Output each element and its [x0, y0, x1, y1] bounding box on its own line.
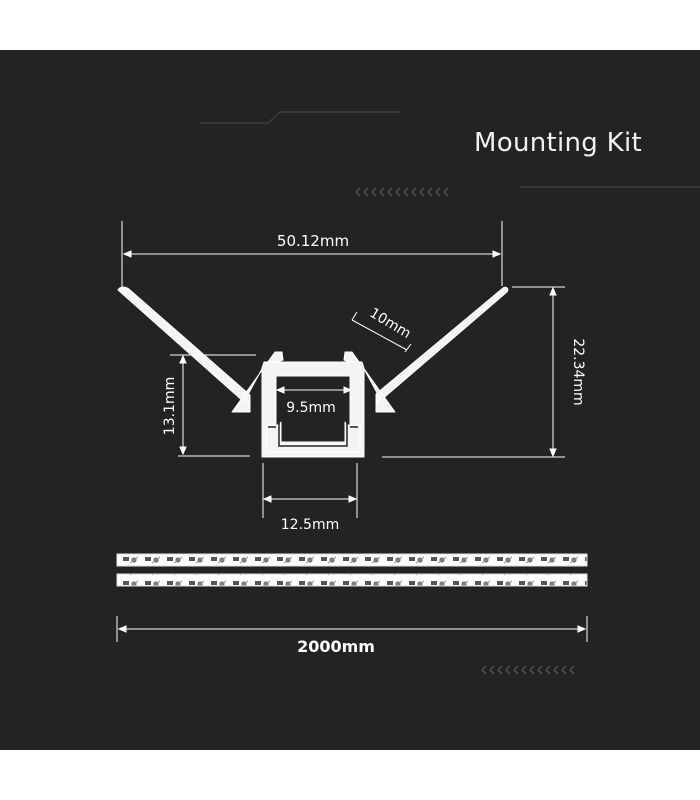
page-title: Mounting Kit — [474, 128, 643, 158]
label-height-right: 22.34mm — [570, 338, 586, 405]
dimension-lines — [116, 221, 588, 642]
label-length: 2000mm — [297, 637, 375, 656]
led-strip — [116, 553, 588, 567]
decorative-lines — [200, 111, 700, 188]
chevron-left-icon — [481, 665, 575, 675]
label-bottom-width: 12.5mm — [281, 517, 339, 533]
diagram-panel: 50.12mm 10mm 9.5mm 13.1mm 22.34mm 12.5mm… — [0, 50, 700, 750]
inner-clip — [268, 422, 358, 447]
label-top-width: 50.12mm — [277, 232, 349, 250]
led-strip — [116, 573, 588, 587]
profile-shape — [117, 286, 509, 458]
label-inner-width: 9.5mm — [286, 400, 336, 416]
led-strips — [116, 553, 588, 587]
label-flange: 10mm — [367, 305, 414, 342]
chevron-left-icon — [355, 187, 449, 197]
label-height-left: 13.1mm — [162, 377, 178, 435]
profile-diagram: 50.12mm 10mm 9.5mm 13.1mm 22.34mm 12.5mm… — [116, 111, 700, 675]
